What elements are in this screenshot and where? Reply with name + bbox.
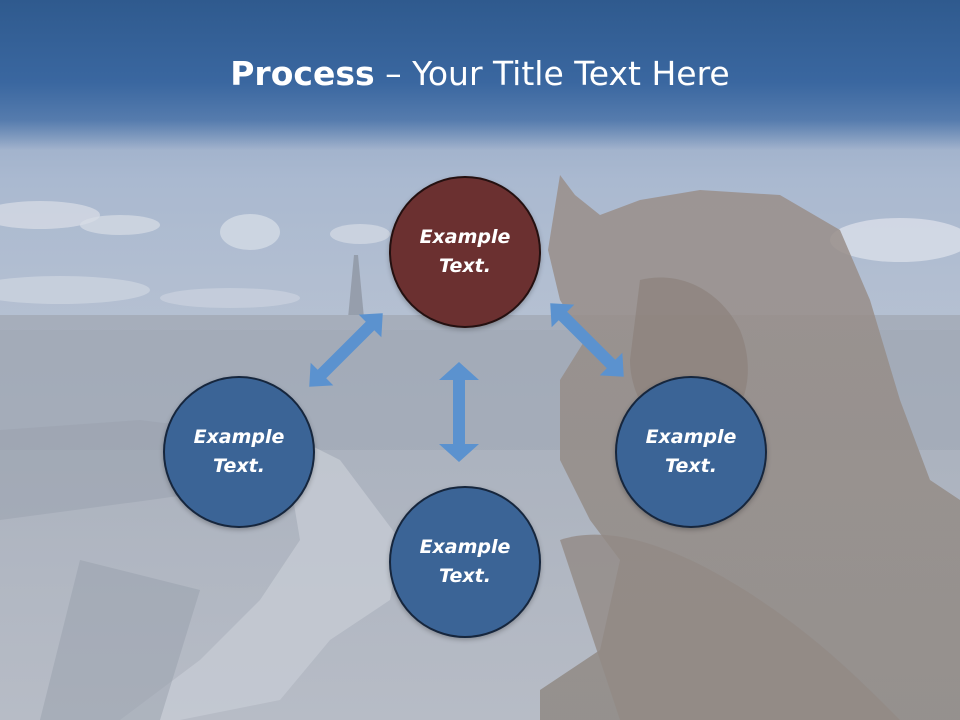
node-top: Example Text.	[389, 176, 541, 328]
title-band	[0, 0, 960, 150]
arrow-vertical	[439, 362, 479, 462]
node-left: Example Text.	[163, 376, 315, 528]
arrow-left-top	[309, 313, 383, 387]
title-rest: – Your Title Text Here	[374, 54, 730, 93]
node-right: Example Text.	[615, 376, 767, 528]
node-bottom: Example Text.	[389, 486, 541, 638]
slide-title: Process – Your Title Text Here	[0, 52, 960, 96]
connector-arrows	[309, 303, 624, 462]
node-left-label: Example Text.	[193, 426, 285, 477]
title-bold: Process	[230, 54, 375, 93]
node-bottom-label: Example Text.	[419, 536, 511, 587]
arrow-top-right	[550, 303, 624, 377]
node-top-label: Example Text.	[419, 226, 511, 277]
node-right-label: Example Text.	[645, 426, 737, 477]
